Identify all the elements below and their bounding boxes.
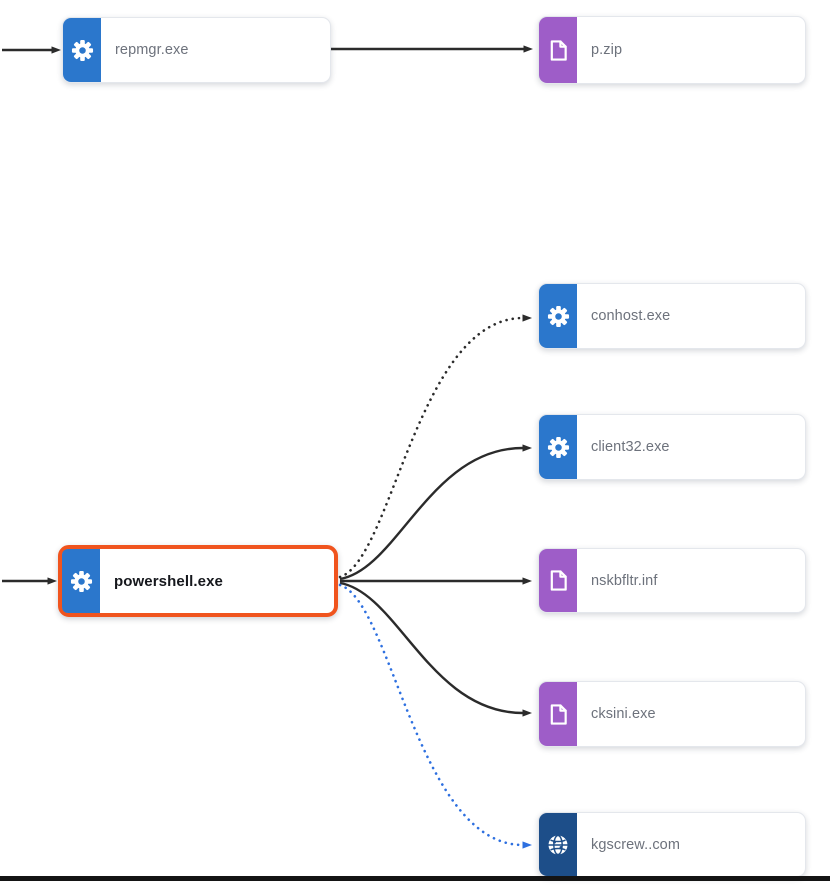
node-label-conhost: conhost.exe bbox=[591, 308, 671, 324]
node-label-cksini: cksini.exe bbox=[591, 706, 656, 722]
node-client32[interactable]: client32.exe bbox=[538, 414, 806, 480]
node-label-pzip: p.zip bbox=[591, 42, 623, 58]
edge-powershell-to-client32 bbox=[339, 444, 532, 581]
file-icon bbox=[539, 682, 577, 746]
node-cksini[interactable]: cksini.exe bbox=[538, 681, 806, 747]
edge-powershell-to-kgscrew bbox=[338, 583, 532, 849]
node-repmgr[interactable]: repmgr.exe bbox=[62, 17, 331, 83]
node-conhost[interactable]: conhost.exe bbox=[538, 283, 806, 349]
edge-powershell-to-conhost bbox=[338, 314, 532, 579]
node-pzip[interactable]: p.zip bbox=[538, 16, 806, 84]
gear-icon bbox=[63, 18, 101, 82]
file-icon bbox=[539, 17, 577, 83]
gear-icon bbox=[539, 415, 577, 479]
globe-icon bbox=[539, 813, 577, 876]
node-powershell[interactable]: powershell.exe bbox=[58, 545, 338, 617]
edge-powershell-to-cksini bbox=[339, 581, 532, 717]
node-kgscrew[interactable]: kgscrew..com bbox=[538, 812, 806, 877]
node-label-kgscrew: kgscrew..com bbox=[591, 836, 681, 853]
node-nskbfltr[interactable]: nskbfltr.inf bbox=[538, 548, 806, 613]
file-icon bbox=[539, 549, 577, 612]
node-label-client32: client32.exe bbox=[591, 439, 670, 455]
gear-icon bbox=[62, 549, 100, 613]
node-label-powershell: powershell.exe bbox=[114, 572, 223, 590]
gear-icon bbox=[539, 284, 577, 348]
node-label-nskbfltr: nskbfltr.inf bbox=[591, 572, 658, 589]
node-label-repmgr: repmgr.exe bbox=[115, 42, 189, 58]
